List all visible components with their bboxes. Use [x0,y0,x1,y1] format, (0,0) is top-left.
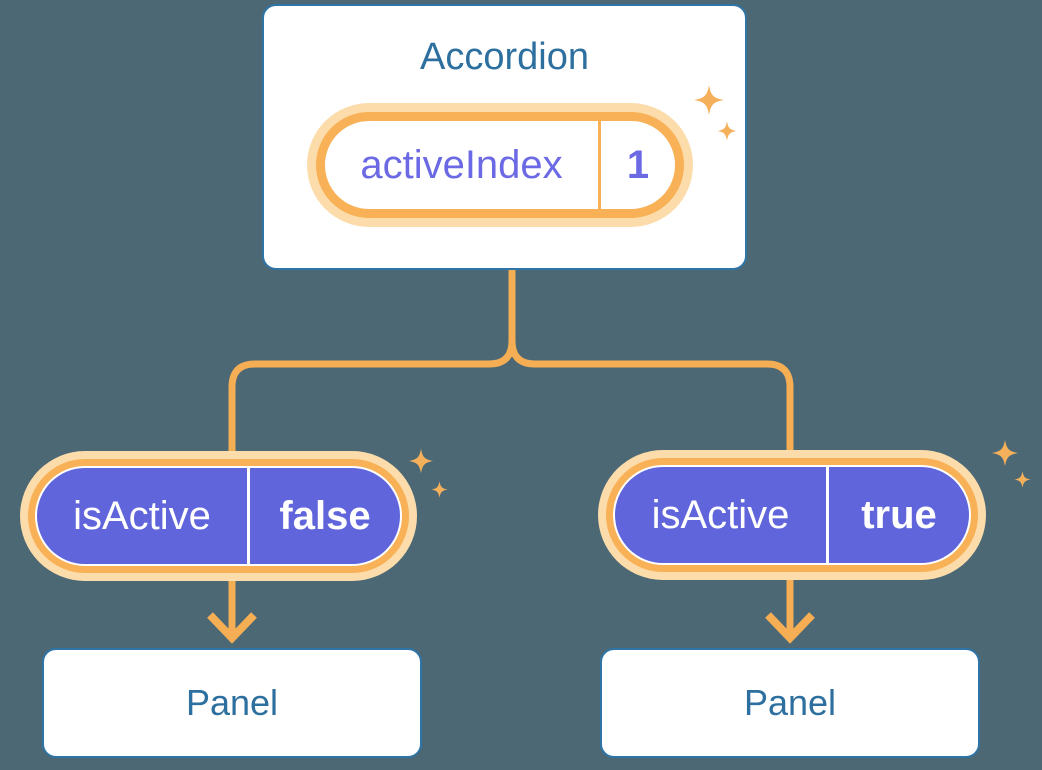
sparkle-icon [717,121,737,141]
state-pill-divider [598,121,601,209]
panel-left: Panel [42,648,422,758]
state-pill: activeIndex 1 [307,103,693,227]
sparkle-icon [431,481,448,498]
prop-pill-left: isActive false [20,451,417,581]
sparkle-icon [408,448,434,474]
sparkle-icon [1014,471,1031,488]
arrow-down-left-icon [207,612,257,644]
prop-pill-right-ring: isActive true [606,458,978,572]
connector-right-branch [508,268,794,639]
prop-pill-left-divider [247,468,250,564]
prop-pill-left-ring: isActive false [28,459,409,573]
prop-label-left: isActive [73,493,211,538]
accordion-title: Accordion [420,36,589,78]
sparkle-icon [694,85,724,115]
prop-pill-left-body: isActive false [37,468,400,564]
panel-left-title: Panel [185,682,279,723]
panel-right-title: Panel [743,682,837,723]
arrow-down-right-icon [765,612,815,644]
panel-right: Panel [600,648,980,758]
sparkle-icon [991,439,1019,467]
prop-pill-right-divider [826,467,829,563]
prop-value-right: true [861,492,937,537]
prop-pill-right-body: isActive true [615,467,969,563]
prop-value-left: false [279,493,371,538]
state-pill-body: activeIndex 1 [325,121,675,209]
prop-label-right: isActive [651,492,790,537]
state-pill-ring: activeIndex 1 [316,112,684,218]
prop-pill-right: isActive true [598,450,986,580]
state-value: 1 [626,142,650,187]
state-label: activeIndex [360,142,563,187]
